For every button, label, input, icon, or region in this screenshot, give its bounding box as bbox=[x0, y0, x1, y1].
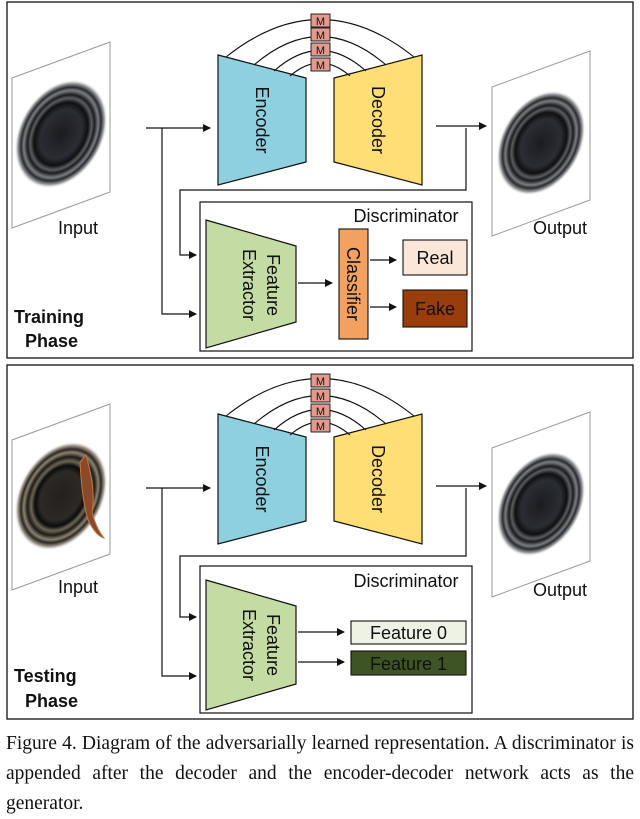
classifier-label: Classifier bbox=[343, 247, 363, 321]
input-image bbox=[11, 403, 111, 591]
feature-0-label: Feature 0 bbox=[370, 623, 447, 643]
real-output-box bbox=[402, 239, 468, 276]
memory-label: M bbox=[316, 376, 325, 388]
feature-extractor-label: Extractor bbox=[239, 609, 259, 681]
feature-0-box bbox=[350, 620, 467, 645]
panel-frame bbox=[6, 364, 634, 720]
output-image bbox=[491, 411, 591, 598]
memory-label: M bbox=[316, 45, 325, 57]
memory-modules: M M M M bbox=[310, 13, 331, 72]
feature-extractor-label: Extractor bbox=[239, 249, 259, 321]
training-panel: Input Encoder Decoder M M M M bbox=[6, 1, 634, 359]
discriminator-box bbox=[199, 565, 473, 714]
decoder-block bbox=[333, 54, 423, 186]
feature-extractor-label: Feature bbox=[263, 254, 283, 316]
classifier-block bbox=[338, 228, 369, 340]
decoder-label: Decoder bbox=[368, 86, 388, 154]
encoder-label: Encoder bbox=[252, 445, 272, 512]
arrows bbox=[146, 482, 487, 680]
feature-1-box bbox=[350, 650, 467, 676]
real-label: Real bbox=[416, 248, 453, 268]
output-image bbox=[491, 50, 591, 237]
arrows bbox=[146, 122, 487, 318]
phase-label: Testing bbox=[14, 666, 77, 686]
discriminator-label: Discriminator bbox=[353, 571, 458, 591]
phase-label: Phase bbox=[25, 691, 78, 711]
fake-label: Fake bbox=[415, 299, 455, 319]
phase-label: Training bbox=[14, 307, 84, 327]
output-label: Output bbox=[533, 218, 587, 238]
feature-extractor-label: Feature bbox=[263, 614, 283, 676]
memory-label: M bbox=[316, 421, 325, 433]
fake-output-box bbox=[402, 289, 468, 328]
encoder-label: Encoder bbox=[252, 86, 272, 153]
feature-1-label: Feature 1 bbox=[370, 654, 447, 674]
input-image bbox=[11, 41, 111, 229]
memory-label: M bbox=[316, 60, 325, 72]
panel-frame bbox=[6, 1, 634, 359]
output-label: Output bbox=[533, 580, 587, 600]
feature-extractor-block bbox=[205, 219, 297, 349]
discriminator-box bbox=[199, 201, 473, 352]
memory-label: M bbox=[316, 391, 325, 403]
defect-mark bbox=[79, 453, 106, 539]
feature-extractor-block bbox=[205, 579, 297, 711]
discriminator-label: Discriminator bbox=[353, 206, 458, 226]
testing-panel: Input Encoder Decoder M M M M Output bbox=[6, 364, 634, 720]
encoder-block bbox=[217, 54, 307, 186]
figure-caption: Figure 4. Diagram of the adversarially l… bbox=[6, 733, 634, 814]
memory-modules: M M M M bbox=[310, 373, 331, 433]
encoder-block bbox=[217, 413, 307, 545]
memory-label: M bbox=[316, 16, 325, 28]
input-label: Input bbox=[58, 218, 98, 238]
decoder-block bbox=[333, 413, 423, 545]
diagram-figure: Input Encoder Decoder M M M M bbox=[6, 1, 634, 720]
memory-label: M bbox=[316, 406, 325, 418]
decoder-label: Decoder bbox=[368, 445, 388, 513]
input-label: Input bbox=[58, 577, 98, 597]
memory-label: M bbox=[316, 30, 325, 42]
phase-label: Phase bbox=[25, 331, 78, 351]
